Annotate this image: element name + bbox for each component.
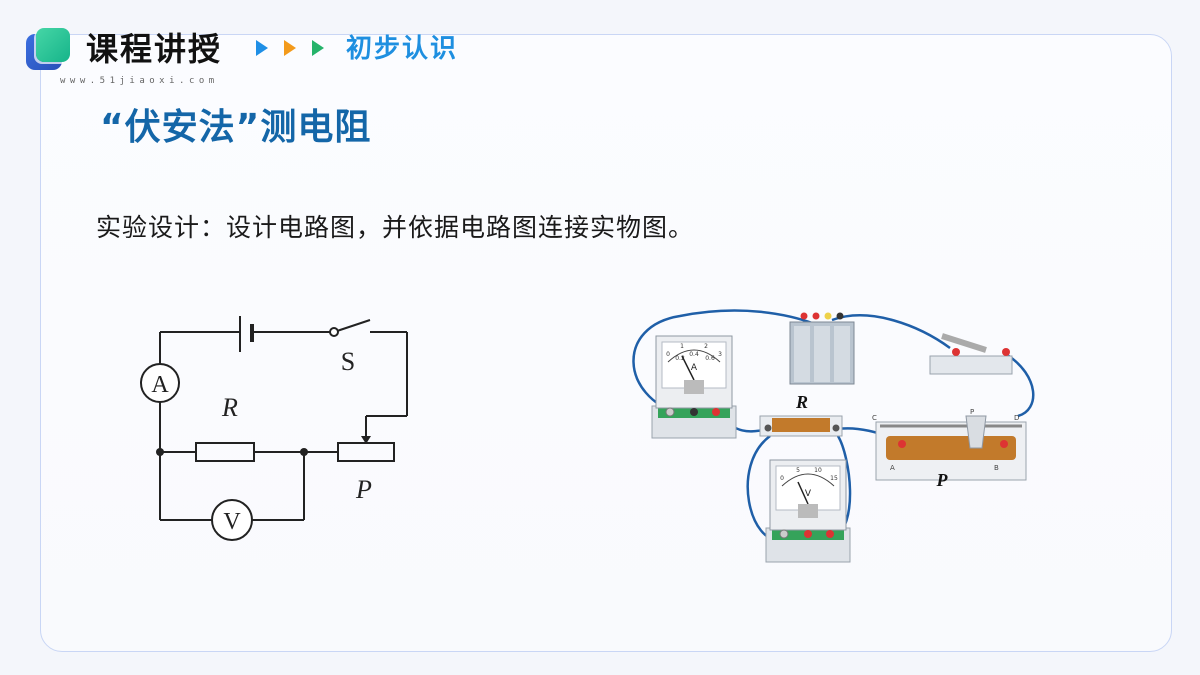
ammeter-subscale-2: 0.6 <box>705 355 715 362</box>
section-title: “伏安法”测电阻 <box>100 107 372 148</box>
ammeter-scale-2: 2 <box>704 343 708 350</box>
ammeter-scale-1: 1 <box>680 343 684 350</box>
voltmeter-scale-2: 10 <box>814 467 822 474</box>
junction-node <box>300 448 308 456</box>
rheostat-terminal-a: A <box>890 464 895 472</box>
junction-node <box>156 448 164 456</box>
instruction-text: 实验设计：设计电路图，并依据电路图连接实物图。 <box>96 213 695 242</box>
voltmeter-symbol <box>211 499 253 541</box>
switch-device <box>929 333 1013 375</box>
switch-label: S <box>341 347 355 376</box>
ammeter-symbol <box>140 363 180 403</box>
website-url: www.51jiaoxi.com <box>60 76 219 86</box>
switch-contact <box>329 327 339 337</box>
rheostat-device <box>875 415 1027 481</box>
ammeter-dial-letter: A <box>691 363 698 373</box>
rheostat-label: P <box>355 475 372 504</box>
circuit-diagram: A V S R P <box>140 316 408 541</box>
ammeter-subscale-1: 0.4 <box>689 351 699 358</box>
slider-arrow-icon <box>361 436 371 444</box>
apparatus-diagram: A 0 1 2 3 0.2 0.4 0.6 R <box>632 309 1035 563</box>
ammeter-scale-0: 0 <box>666 351 670 358</box>
voltmeter-scale-3: 15 <box>830 475 838 482</box>
rheostat-slider-mark: P <box>970 408 974 416</box>
fixed-resistor-device <box>759 415 843 437</box>
voltmeter-letter: V <box>223 509 241 535</box>
ammeter-scale-3: 3 <box>718 351 722 358</box>
ammeter-letter: A <box>151 372 169 398</box>
rheostat-terminal-b: B <box>994 464 999 472</box>
resistor-label: R <box>221 393 238 422</box>
voltmeter-device <box>765 459 851 563</box>
course-logo-icon <box>26 28 74 72</box>
rheostat-terminal-c: C <box>872 414 877 422</box>
apparatus-rheostat-label: P <box>936 470 949 490</box>
apparatus-resistor-label: R <box>795 392 808 412</box>
voltmeter-dial-letter: V <box>805 489 812 499</box>
header-title: 课程讲授 <box>86 30 223 68</box>
content-frame <box>40 34 1172 652</box>
header-subtitle: 初步认识 <box>346 34 459 64</box>
ammeter-subscale-0: 0.2 <box>675 355 685 362</box>
voltmeter-scale-1: 5 <box>796 467 800 474</box>
battery-device <box>789 312 855 385</box>
voltmeter-scale-0: 0 <box>780 475 784 482</box>
rheostat-terminal-d: D <box>1014 414 1019 422</box>
ammeter-device <box>651 335 737 439</box>
